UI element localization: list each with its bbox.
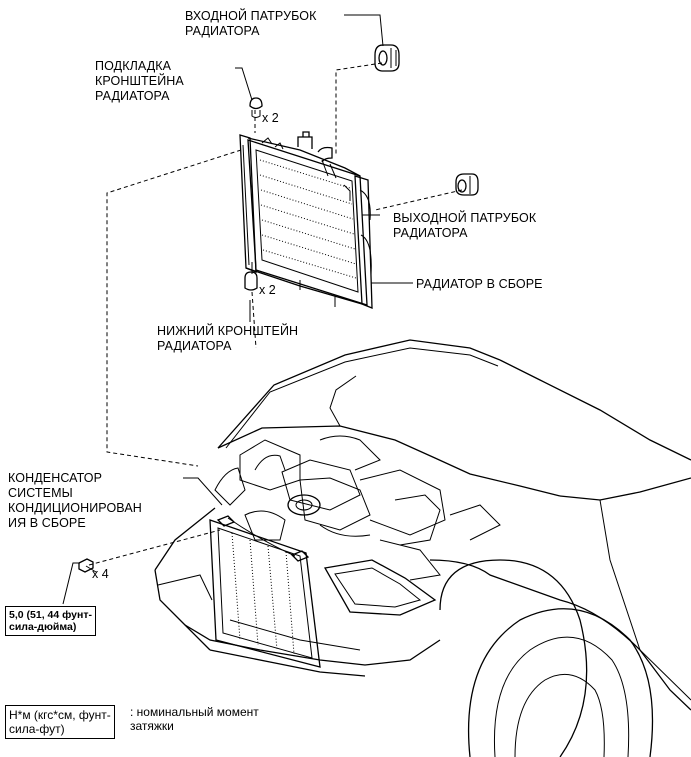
lower-support-icon [244,271,258,291]
upper-cushion-icon [249,97,263,118]
torque-spec-box: 5,0 (51, 44 фунт- сила-дюйма) [5,606,96,636]
legend-units-box: Н*м (кгс*см, фунт- сила-фут) [5,705,115,739]
bolt-icon [78,558,97,573]
upper-cushion-quantity: x 2 [262,111,279,125]
inlet-hose-label: ВХОДНОЙ ПАТРУБОК РАДИАТОРА [185,9,317,38]
support-cushion-label: ПОДКЛАДКА КРОНШТЕЙНА РАДИАТОРА [95,59,184,103]
lower-support-label: НИЖНИЙ КРОНШТЕЙН РАДИАТОРА [157,324,299,353]
vehicle-front-drawing [154,339,691,757]
alignment-lines [88,62,463,566]
legend-description: : номинальный момент затяжки [130,705,259,733]
radiator-assembly-drawing [239,131,373,309]
leader-lines [62,14,413,605]
inlet-hose-icon [374,44,400,72]
condenser-assy-label: КОНДЕНСАТОР СИСТЕМЫ КОНДИЦИОНИРОВАН ИЯ В… [8,471,142,530]
outlet-hose-label: ВЫХОДНОЙ ПАТРУБОК РАДИАТОРА [393,211,537,240]
bolt-quantity: x 4 [92,567,109,581]
outlet-hose-icon [455,173,479,196]
radiator-assy-label: РАДИАТОР В СБОРЕ [416,277,543,291]
lower-support-quantity: x 2 [259,283,276,297]
